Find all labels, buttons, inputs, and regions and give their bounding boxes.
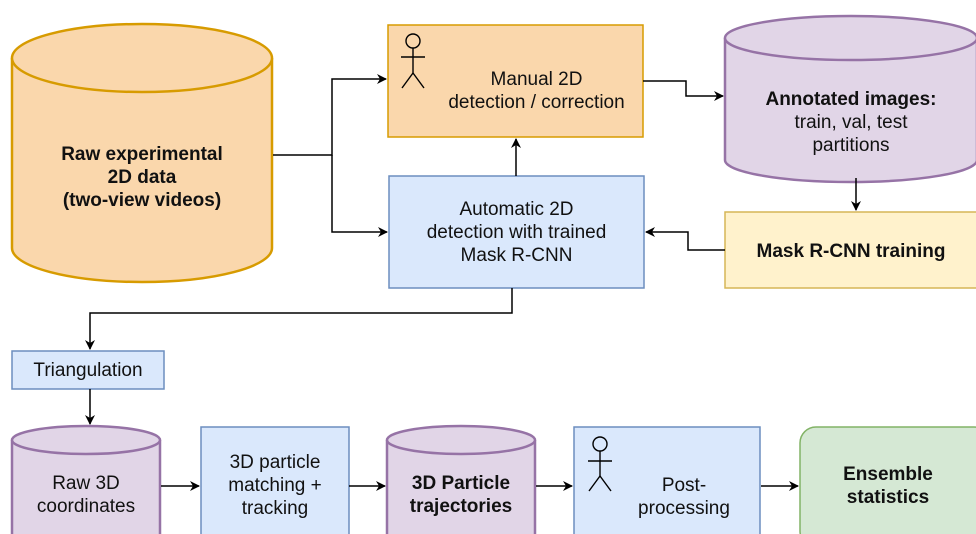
ensemble-statistics-box (799, 426, 976, 534)
annotated-images-label: Annotated images: train, val, test parti… (725, 86, 976, 158)
manual-detection-label: Manual 2D detection / correction (448, 69, 625, 113)
annotated-images-title: Annotated images: (765, 88, 937, 110)
mask-rcnn-training-box (724, 211, 976, 289)
matching-tracking-box (200, 426, 350, 534)
triangulation-label: Triangulation (33, 359, 143, 381)
matching-tracking-label: 3D particle matching + tracking (228, 451, 322, 519)
arrow-automatic-to-triangulation (85, 288, 513, 350)
raw-3d-label: Raw 3D coordinates (36, 473, 136, 517)
raw-data-cylinder (10, 22, 274, 284)
trajectories-cylinder (385, 424, 537, 534)
manual-detection-box (387, 24, 644, 138)
raw-data-label: Raw experimental 2D data (two-view video… (61, 143, 223, 211)
arrow-raw-to-manual (273, 74, 387, 156)
arrow-training-to-automatic (645, 227, 725, 251)
automatic-detection-label: Automatic 2D detection with trained Mask… (426, 198, 607, 266)
arrow-raw-to-automatic (331, 155, 388, 237)
ensemble-statistics-label: Ensemble statistics (843, 464, 933, 508)
trajectories-label: 3D Particle trajectories (409, 473, 513, 517)
annotated-images-cylinder (723, 14, 976, 184)
triangulation-box (11, 350, 165, 390)
mask-rcnn-training-label: Mask R-CNN training (756, 240, 946, 262)
arrow-manual-to-annotated (643, 80, 724, 101)
actor-icon (401, 33, 425, 89)
annotated-images-body: train, val, test partitions (794, 111, 908, 156)
raw-3d-cylinder (10, 424, 162, 534)
actor-icon (588, 436, 612, 492)
post-processing-label: Post- processing (638, 475, 730, 519)
